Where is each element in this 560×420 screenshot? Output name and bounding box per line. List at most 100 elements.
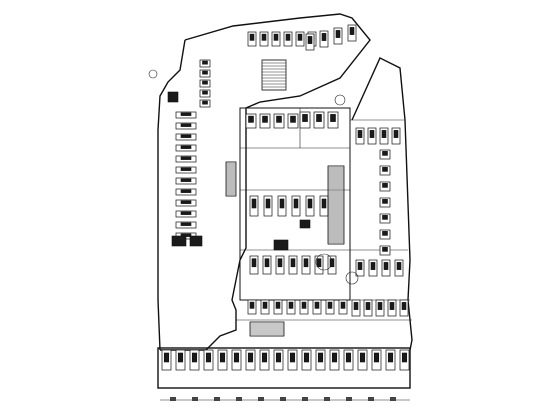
- ramp-right: [327, 165, 345, 245]
- stall-marker: [382, 167, 388, 172]
- stall-marker: [277, 258, 283, 268]
- stall-marker: [247, 352, 254, 363]
- stall-marker: [262, 115, 268, 123]
- stall-marker: [180, 134, 192, 138]
- stall-marker: [349, 27, 355, 35]
- stall-marker: [393, 130, 399, 138]
- stall-marker: [382, 151, 388, 156]
- stall-marker: [370, 262, 376, 270]
- stall-marker: [180, 211, 192, 215]
- stall-marker: [163, 352, 170, 363]
- ramp-left: [225, 161, 237, 197]
- stall-marker: [279, 198, 285, 209]
- stall-marker: [389, 302, 395, 310]
- dimension-tick: [346, 397, 352, 401]
- stall-marker: [321, 198, 327, 209]
- dimension-tick: [390, 397, 396, 401]
- stall-marker: [401, 352, 408, 363]
- stall-marker: [202, 100, 208, 105]
- stall-marker: [382, 199, 388, 204]
- stall-marker: [365, 302, 371, 310]
- stall-marker: [251, 258, 257, 268]
- stall-marker: [249, 33, 255, 41]
- stall-marker: [265, 198, 271, 209]
- stall-marker: [202, 80, 208, 85]
- stall-marker: [180, 178, 192, 182]
- stall-marker: [288, 301, 294, 309]
- stall-marker: [382, 231, 388, 236]
- stall-marker: [340, 301, 346, 309]
- dimension-tick: [214, 397, 220, 401]
- stall-marker: [180, 167, 192, 171]
- stair-core-bottom: [249, 321, 285, 337]
- stall-marker: [275, 301, 281, 309]
- stall-marker: [383, 262, 389, 270]
- stall-marker: [264, 258, 270, 268]
- dimension-tick: [192, 397, 198, 401]
- stall-marker: [373, 352, 380, 363]
- stall-marker: [290, 258, 296, 268]
- stall-marker: [177, 352, 184, 363]
- stall-marker: [321, 33, 327, 41]
- stall-marker: [357, 130, 363, 138]
- stall-marker: [345, 352, 352, 363]
- stall-marker: [353, 302, 359, 310]
- stall-marker: [180, 189, 192, 193]
- stall-marker: [303, 258, 309, 268]
- stall-marker: [314, 301, 320, 309]
- stall-marker: [289, 352, 296, 363]
- dimension-tick: [280, 397, 286, 401]
- dimension-tick: [258, 397, 264, 401]
- stall-marker: [293, 198, 299, 209]
- stall-marker: [357, 262, 363, 270]
- stall-marker: [191, 352, 198, 363]
- dimension-tick: [368, 397, 374, 401]
- stall-marker: [382, 215, 388, 220]
- stall-marker: [180, 222, 192, 226]
- stall-marker: [330, 114, 336, 122]
- dimension-tick: [324, 397, 330, 401]
- stall-marker: [180, 112, 192, 116]
- stall-marker: [359, 352, 366, 363]
- stall-marker: [180, 156, 192, 160]
- stall-marker: [301, 301, 307, 309]
- stall-marker: [316, 114, 322, 122]
- stall-marker: [202, 60, 208, 65]
- stall-marker: [303, 352, 310, 363]
- stall-marker: [262, 301, 268, 309]
- dimension-line: [160, 397, 410, 401]
- stall-marker: [401, 302, 407, 310]
- stall-marker: [316, 258, 322, 268]
- stall-marker: [335, 30, 341, 38]
- stall-marker: [275, 352, 282, 363]
- stall-marker: [180, 145, 192, 149]
- stall-marker: [248, 115, 254, 123]
- stall-marker: [331, 352, 338, 363]
- stall-marker: [261, 33, 267, 41]
- stair-core-top: [261, 59, 287, 91]
- stall-marker: [285, 33, 291, 41]
- stall-marker: [251, 198, 257, 209]
- stall-marker: [302, 114, 308, 122]
- stall-marker: [327, 301, 333, 309]
- stall-marker: [307, 36, 313, 44]
- dimension-tick: [302, 397, 308, 401]
- stall-marker: [317, 352, 324, 363]
- stall-marker: [261, 352, 268, 363]
- stall-marker: [387, 352, 394, 363]
- stall-marker: [202, 90, 208, 95]
- stall-marker: [180, 123, 192, 127]
- stall-marker: [273, 33, 279, 41]
- stall-marker: [290, 115, 296, 123]
- dimension-tick: [236, 397, 242, 401]
- stall-marker: [219, 352, 226, 363]
- stall-marker: [307, 198, 313, 209]
- stall-marker: [202, 70, 208, 75]
- equipment-blocks: [167, 91, 311, 251]
- circular-elements: [148, 69, 359, 285]
- stall-marker: [382, 247, 388, 252]
- stall-marker: [276, 115, 282, 123]
- stall-marker: [382, 183, 388, 188]
- stall-marker: [369, 130, 375, 138]
